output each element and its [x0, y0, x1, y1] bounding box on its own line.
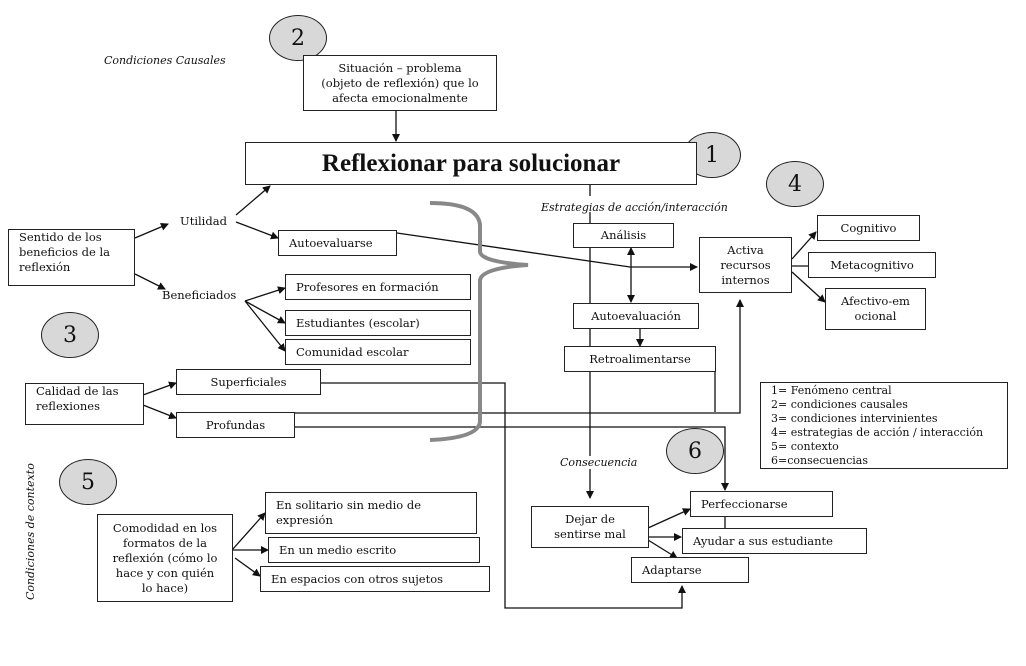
label-utility: Utilidad: [180, 214, 227, 228]
circle-5: 5: [59, 459, 117, 505]
legend-item: 6=consecuencias: [771, 454, 868, 467]
comfort-box: Comodidad en los formatos de la reflexió…: [97, 514, 233, 602]
legend-item: 1= Fenómeno central: [771, 384, 892, 397]
comfort-line-4: hace y con quién: [115, 565, 215, 580]
stop-feeling-line-1: Dejar de: [565, 512, 615, 526]
quality-deep-box: Profundas: [176, 412, 295, 438]
quality-line-2: reflexiones: [36, 399, 100, 413]
circle-4: 4: [766, 161, 824, 207]
comfort-line-2: formatos de la: [123, 535, 207, 550]
consequence-adapt-box: Adaptarse: [631, 557, 749, 583]
legend-item: 5= contexto: [771, 440, 839, 453]
legend-item: 3= condiciones intervinientes: [771, 412, 938, 425]
benefits-sense-line-3: reflexión: [19, 260, 71, 274]
stop-feeling-line-2: sentirse mal: [554, 527, 626, 541]
benefits-sense-line-2: beneficios de la: [19, 245, 111, 259]
legend-item: 4= estrategias de acción / interacción: [771, 426, 984, 439]
quality-line-1: Calidad de las: [36, 384, 119, 398]
resources-line-2: recursos: [720, 257, 771, 272]
brace: [429, 201, 529, 442]
circle-6: 6: [666, 428, 724, 474]
arrow-stop-adapt: [647, 539, 678, 559]
arrow-quality-superficial: [142, 381, 177, 396]
quality-superficial-box: Superficiales: [176, 369, 321, 395]
resource-cognitive-box: Cognitivo: [817, 215, 920, 241]
beneficiary-community-box: Comunidad escolar: [285, 339, 471, 365]
label-causal-conditions: Condiciones Causales: [104, 54, 226, 67]
central-phenomenon-box: Reflexionar para solucionar: [245, 142, 697, 185]
strategy-selfevaluation-box: Autoevaluación: [573, 303, 699, 329]
arrow-stop-perfect: [647, 508, 691, 529]
resources-line-3: internos: [721, 272, 770, 287]
comfort-line-3: reflexión (cómo lo: [112, 550, 218, 565]
arrow-comfort-solitary: [231, 512, 266, 551]
situation-line-2: (objeto de reflexión) que lo: [321, 75, 479, 90]
strategy-analysis-box: Análisis: [573, 223, 674, 248]
benefits-sense-line-1: Sentido de los: [19, 230, 102, 244]
label-context-conditions: Condiciones de contexto: [24, 463, 37, 600]
format-spaces-box: En espacios con otros sujetos: [260, 566, 490, 592]
self-evaluate-box: Autoevaluarse: [278, 230, 397, 256]
arrow-sense-beneficiaries: [134, 273, 166, 290]
arrow-resources-cognitive: [791, 231, 817, 260]
label-beneficiaries: Beneficiados: [162, 288, 237, 302]
consequence-perfect-box: Perfeccionarse: [690, 491, 833, 517]
arrow-sense-utility: [134, 223, 169, 239]
arrow-benef-est: [244, 300, 286, 324]
stop-feeling-box: Dejar de sentirse mal: [531, 506, 649, 548]
label-strategies: Estrategias de acción/interacción: [541, 201, 728, 214]
arrow-utility-central: [235, 185, 271, 216]
consequence-help-box: Ayudar a sus estudiante: [682, 528, 867, 554]
resource-metacognitive-box: Metacognitivo: [808, 252, 936, 278]
situation-box: Situación – problema (objeto de reflexió…: [303, 55, 497, 111]
arrow-quality-deep: [142, 404, 177, 420]
resources-box: Activa recursos internos: [699, 237, 792, 293]
label-consequence: Consecuencia: [558, 456, 640, 469]
situation-line-3: afecta emocionalmente: [332, 90, 468, 105]
situation-line-1: Situación – problema: [338, 60, 462, 75]
legend-item: 2= condiciones causales: [771, 398, 908, 411]
resource-affective-label: Afectivo-emocional: [841, 294, 910, 323]
comfort-line-5: lo hace): [141, 580, 189, 595]
line-superficial-adapt: [320, 382, 686, 609]
arrow-comfort-spaces: [234, 557, 261, 577]
arrow-resources-affective: [791, 271, 826, 303]
circle-3: 3: [41, 312, 99, 358]
beneficiary-students-box: Estudiantes (escolar): [285, 310, 471, 336]
legend-box: 1= Fenómeno central 2= condiciones causa…: [760, 382, 1008, 469]
quality-box: Calidad de las reflexiones: [25, 383, 144, 425]
circle-2: 2: [269, 15, 327, 61]
arrow-utility-selfeval: [235, 221, 279, 240]
format-written-box: En un medio escrito: [268, 537, 480, 563]
beneficiary-teachers-box: Profesores en formación: [285, 274, 471, 300]
arrow-benef-com: [244, 300, 286, 352]
format-solitary-box: En solitario sin medio de expresión: [265, 492, 477, 534]
comfort-line-1: Comodidad en los: [112, 520, 218, 535]
line-deep-perfect: [295, 426, 729, 491]
resource-affective-box: Afectivo-emocional: [825, 288, 926, 330]
resources-line-1: Activa: [727, 242, 764, 257]
line-deep-resources: [295, 299, 744, 414]
arrow-benef-prof: [244, 286, 286, 302]
benefits-sense-box: Sentido de los beneficios de la reflexió…: [8, 229, 135, 286]
strategy-feedback-box: Retroalimentarse: [564, 346, 716, 372]
